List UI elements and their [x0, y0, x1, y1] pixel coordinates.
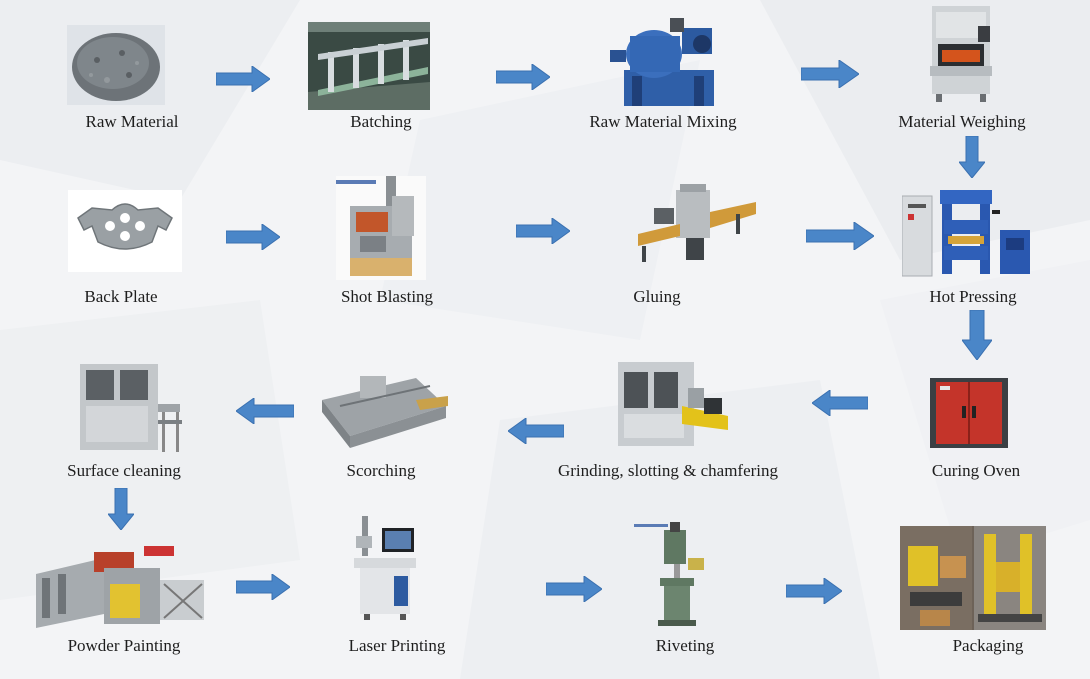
- weighing-machine-photo: [926, 4, 996, 104]
- step-label: Grinding, slotting & chamfering: [557, 461, 779, 480]
- scorching-line-photo: [320, 370, 450, 454]
- step-label: Gluing: [633, 287, 681, 306]
- arrow-right-icon: [786, 578, 842, 604]
- riveting-machine-photo: [634, 518, 720, 630]
- step-label: Material Weighing: [898, 112, 1026, 131]
- arrow-right-icon: [806, 222, 874, 250]
- back-plate-photo: [68, 190, 182, 272]
- step-label: Shot Blasting: [340, 287, 434, 306]
- arrow-down-icon: [962, 310, 992, 360]
- grinding-machine-photo: [612, 358, 734, 454]
- hydraulic-press-photo: [902, 190, 1032, 278]
- cleaning-machine-photo: [76, 360, 186, 456]
- arrow-left-icon: [508, 418, 564, 444]
- step-label: Surface cleaning: [67, 461, 181, 480]
- arrow-right-icon: [516, 218, 570, 244]
- arrow-right-icon: [236, 574, 290, 600]
- step-label: Scorching: [346, 461, 416, 480]
- step-label: Raw Material Mixing: [589, 112, 737, 131]
- arrow-down-icon: [959, 136, 985, 178]
- arrow-right-icon: [801, 60, 859, 88]
- mixer-machine-photo: [610, 14, 726, 110]
- gravel-pile-photo: [67, 25, 165, 105]
- step-label: Raw Material: [85, 112, 179, 131]
- step-label: Riveting: [655, 636, 715, 655]
- arrow-right-icon: [546, 576, 602, 602]
- step-label: Curing Oven: [931, 461, 1021, 480]
- arrow-down-icon: [108, 488, 134, 530]
- laser-marker-photo: [352, 516, 418, 620]
- packaging-line-photo: [900, 526, 1046, 630]
- step-label: Packaging: [952, 636, 1024, 655]
- arrow-left-icon: [812, 390, 868, 416]
- curing-oven-photo: [926, 372, 1012, 454]
- arrow-left-icon: [236, 398, 294, 424]
- painting-line-photo: [34, 544, 210, 640]
- arrow-right-icon: [496, 64, 550, 90]
- arrow-right-icon: [216, 66, 270, 92]
- arrow-right-icon: [226, 224, 280, 250]
- batching-line-photo: [308, 22, 430, 110]
- step-label: Batching: [350, 112, 412, 131]
- step-label: Powder Painting: [67, 636, 181, 655]
- shot-blaster-photo: [336, 176, 426, 280]
- step-label: Laser Printing: [348, 636, 446, 655]
- gluing-line-photo: [636, 184, 758, 264]
- step-label: Back Plate: [84, 287, 158, 306]
- step-label: Hot Pressing: [929, 287, 1017, 306]
